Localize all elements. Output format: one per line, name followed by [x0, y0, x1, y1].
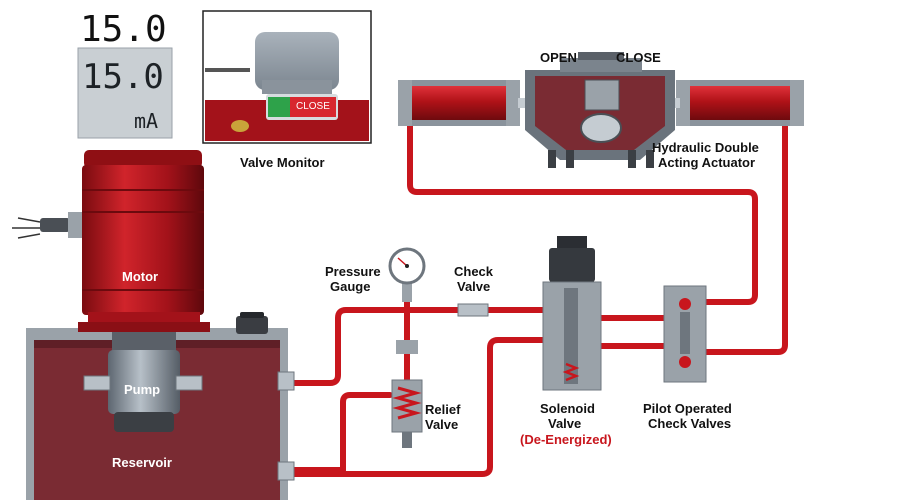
pump-label: Pump	[124, 382, 161, 397]
reservoir-label: Reservoir	[112, 455, 172, 470]
solenoid-valve	[542, 236, 602, 391]
actuator-open-label: OPEN	[540, 50, 577, 65]
valve-monitor-inset	[202, 10, 372, 144]
pilot-check-label-line1: Pilot Operated	[643, 401, 732, 416]
hydraulic-actuator	[398, 52, 804, 168]
pilot-check-valves	[663, 285, 707, 383]
pump	[83, 332, 203, 432]
solenoid-state-label: (De-Energized)	[520, 432, 612, 447]
motor	[12, 150, 210, 332]
line-pump-pressure	[187, 307, 563, 386]
pressure-gauge-label-line2: Gauge	[330, 279, 371, 294]
line-actuator-right	[697, 122, 788, 355]
check-valve-label-line2: Valve	[457, 279, 491, 294]
relief-valve-label-line1: Relief	[425, 402, 461, 417]
actuator-label-line2: Acting Actuator	[658, 155, 756, 170]
check-valve	[457, 303, 489, 317]
display-top-value: 15.0	[80, 9, 167, 50]
pressure-gauge-label-line1: Pressure	[325, 264, 381, 279]
pilot-check-label-line2: Check Valves	[648, 416, 732, 431]
valve-monitor-dial-text: CLOSE	[296, 101, 330, 112]
line-relief-return	[340, 392, 393, 473]
actuator-close-label: CLOSE	[616, 50, 661, 65]
relief-valve-label-line2: Valve	[425, 417, 459, 432]
check-valve-label-line1: Check	[454, 264, 494, 279]
line-actuator-left	[407, 122, 758, 305]
lcd-value: 15.0	[82, 57, 164, 97]
relief-valve	[391, 340, 423, 448]
motor-label: Motor	[122, 269, 159, 284]
lcd-unit: mA	[134, 109, 159, 133]
valve-monitor-label: Valve Monitor	[240, 155, 325, 170]
digital-display	[77, 47, 173, 139]
solenoid-label-line1: Solenoid	[540, 401, 595, 416]
actuator-label-line1: Hydraulic Double	[652, 140, 759, 155]
pressure-gauge	[388, 247, 426, 302]
solenoid-label-line2: Valve	[548, 416, 582, 431]
